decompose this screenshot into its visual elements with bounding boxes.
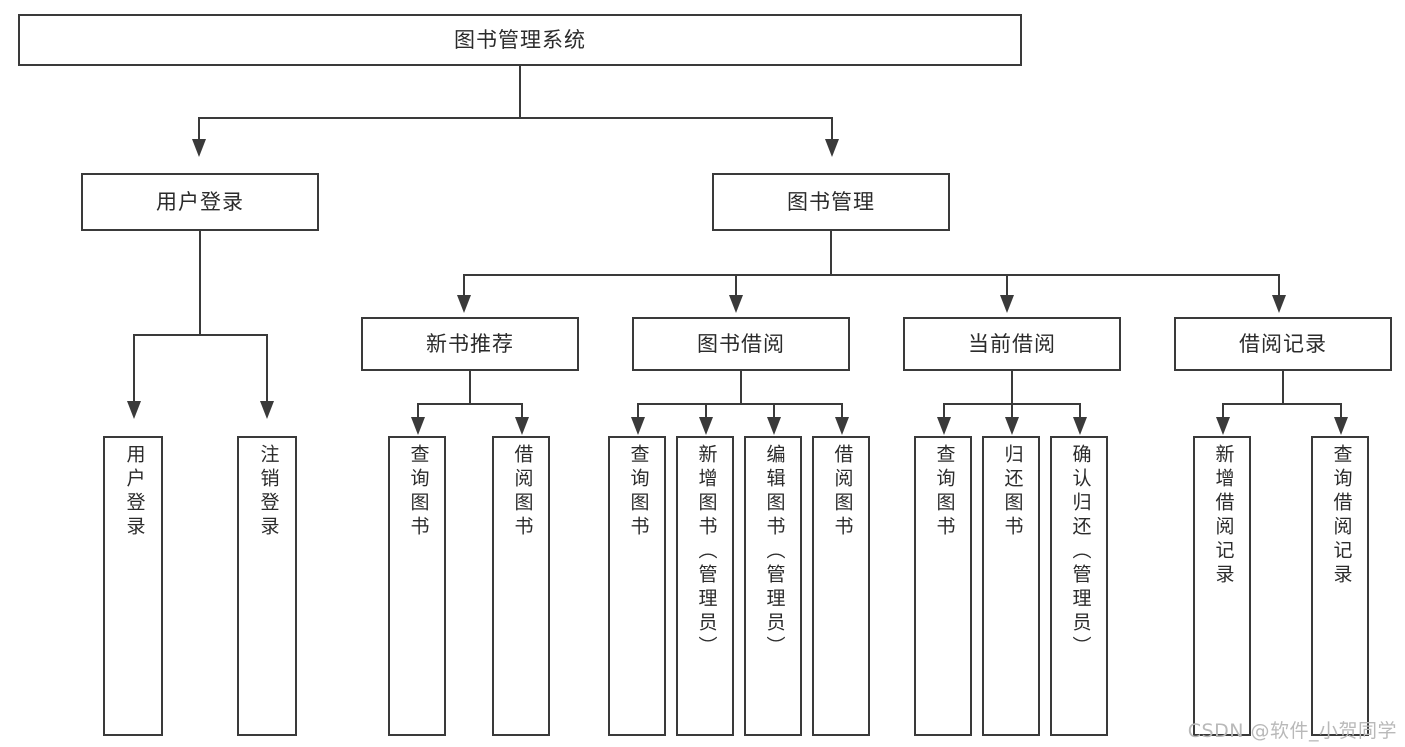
arrowhead-bb-child-4 [835, 417, 849, 435]
connector-cb-drop-2 [1011, 403, 1013, 418]
leaf-current-borrow-confirm-return-admin[interactable]: 确认归还（管理员） [1050, 436, 1108, 736]
connector-bb-drop-1 [637, 403, 639, 418]
arrowhead-br-child-2 [1334, 417, 1348, 435]
leaf-current-borrow-return-books[interactable]: 归还图书 [982, 436, 1040, 736]
leaf-new-book-query-books[interactable]: 查询图书 [388, 436, 446, 736]
node-root-book-management-system[interactable]: 图书管理系统 [18, 14, 1022, 66]
leaf-book-borrow-query-books[interactable]: 查询图书 [608, 436, 666, 736]
arrowhead-cb-child-1 [937, 417, 951, 435]
arrowhead-root-to-user-login [192, 139, 206, 157]
leaf-book-borrow-edit-book-admin[interactable]: 编辑图书（管理员） [744, 436, 802, 736]
node-label: 新增借阅记录 [1212, 444, 1235, 588]
connector-bm-drop-3 [1006, 274, 1008, 296]
connector-bb-drop-4 [841, 403, 843, 418]
connector-book-management-stem [830, 231, 832, 275]
arrowhead-root-to-book-management [825, 139, 839, 157]
arrowhead-nb-child-1 [411, 417, 425, 435]
node-label: 查询图书 [627, 444, 650, 540]
arrowhead-br-child-1 [1216, 417, 1230, 435]
arrowhead-nb-child-2 [515, 417, 529, 435]
connector-root-stem [519, 66, 521, 118]
node-label: 图书管理系统 [454, 27, 586, 52]
connector-cb-drop-1 [943, 403, 945, 418]
leaf-new-book-borrow-books[interactable]: 借阅图书 [492, 436, 550, 736]
arrowhead-cb-child-3 [1073, 417, 1087, 435]
connector-nb-drop-2 [521, 403, 523, 418]
node-current-borrow[interactable]: 当前借阅 [903, 317, 1121, 371]
node-label: 借阅图书 [831, 444, 854, 540]
node-label: 查询图书 [407, 444, 430, 540]
connector-current-borrow-stem [1011, 371, 1013, 404]
node-user-login[interactable]: 用户登录 [81, 173, 319, 231]
connector-bm-drop-4 [1278, 274, 1280, 296]
connector-nb-drop-1 [417, 403, 419, 418]
leaf-current-borrow-query-books[interactable]: 查询图书 [914, 436, 972, 736]
node-label: 查询图书 [933, 444, 956, 540]
node-label: 用户登录 [123, 444, 146, 540]
connector-book-management-bus [463, 274, 1279, 276]
connector-borrow-record-stem [1282, 371, 1284, 404]
node-label: 图书管理 [787, 189, 875, 214]
arrowhead-user-login-child-2 [260, 401, 274, 419]
connector-bb-drop-2 [705, 403, 707, 418]
node-label: 查询借阅记录 [1330, 444, 1353, 588]
connector-root-bus [198, 117, 832, 119]
arrowhead-bm-child-2 [729, 295, 743, 313]
arrowhead-bm-child-4 [1272, 295, 1286, 313]
node-label: 新书推荐 [426, 331, 514, 356]
connector-user-login-drop-2 [266, 334, 268, 402]
node-label: 当前借阅 [968, 331, 1056, 356]
node-borrow-record[interactable]: 借阅记录 [1174, 317, 1392, 371]
leaf-borrow-record-query-record[interactable]: 查询借阅记录 [1311, 436, 1369, 736]
connector-bm-drop-1 [463, 274, 465, 296]
node-label: 新增图书（管理员） [695, 444, 718, 660]
connector-root-to-user-login [198, 117, 200, 140]
connector-br-drop-1 [1222, 403, 1224, 418]
node-label: 注销登录 [257, 444, 280, 540]
node-label: 归还图书 [1001, 444, 1024, 540]
node-book-management[interactable]: 图书管理 [712, 173, 950, 231]
leaf-user-login-logout[interactable]: 注销登录 [237, 436, 297, 736]
node-label: 借阅图书 [511, 444, 534, 540]
node-label: 图书借阅 [697, 331, 785, 356]
connector-user-login-bus [133, 334, 267, 336]
connector-cb-drop-3 [1079, 403, 1081, 418]
connector-br-drop-2 [1340, 403, 1342, 418]
connector-new-book-bus [417, 403, 522, 405]
arrowhead-cb-child-2 [1005, 417, 1019, 435]
connector-borrow-record-bus [1222, 403, 1342, 405]
leaf-user-login-login[interactable]: 用户登录 [103, 436, 163, 736]
node-label: 借阅记录 [1239, 331, 1327, 356]
connector-bm-drop-2 [735, 274, 737, 296]
connector-root-to-book-management [831, 117, 833, 140]
leaf-book-borrow-borrow-books[interactable]: 借阅图书 [812, 436, 870, 736]
connector-bb-drop-3 [773, 403, 775, 418]
node-label: 确认归还（管理员） [1069, 444, 1092, 660]
connector-book-borrow-bus [637, 403, 843, 405]
connector-user-login-drop-1 [133, 334, 135, 402]
connector-user-login-stem [199, 231, 201, 335]
arrowhead-bm-child-3 [1000, 295, 1014, 313]
arrowhead-bb-child-3 [767, 417, 781, 435]
arrowhead-bb-child-2 [699, 417, 713, 435]
node-book-borrow[interactable]: 图书借阅 [632, 317, 850, 371]
leaf-book-borrow-add-book-admin[interactable]: 新增图书（管理员） [676, 436, 734, 736]
connector-new-book-stem [469, 371, 471, 404]
node-label: 用户登录 [156, 189, 244, 214]
arrowhead-user-login-child-1 [127, 401, 141, 419]
arrowhead-bm-child-1 [457, 295, 471, 313]
node-label: 编辑图书（管理员） [763, 444, 786, 660]
leaf-borrow-record-add-record[interactable]: 新增借阅记录 [1193, 436, 1251, 736]
connector-book-borrow-stem [740, 371, 742, 404]
node-new-book-recommend[interactable]: 新书推荐 [361, 317, 579, 371]
arrowhead-bb-child-1 [631, 417, 645, 435]
